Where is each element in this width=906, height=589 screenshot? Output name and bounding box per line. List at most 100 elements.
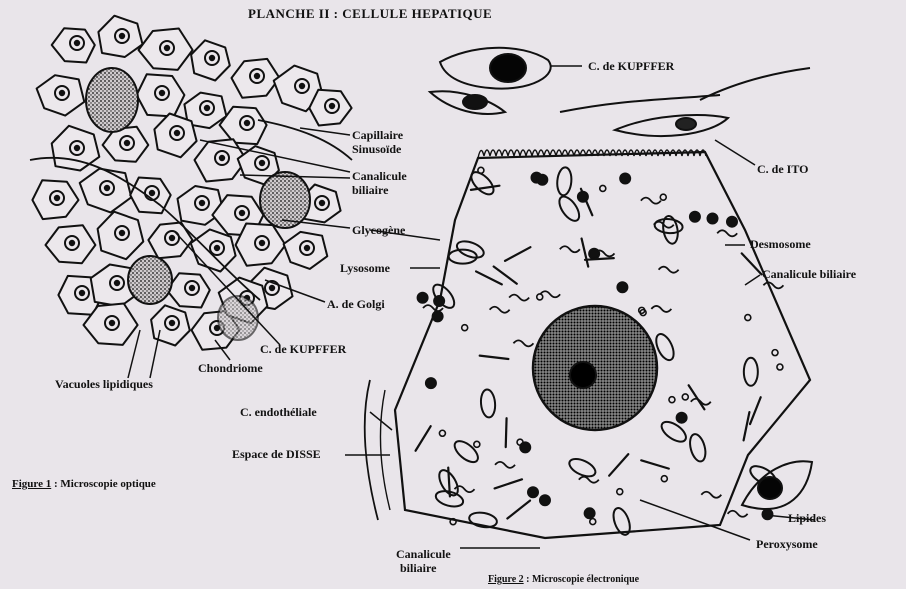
label-canalicule-fig1: Canalicule (352, 170, 407, 183)
cell-nucleolus (120, 34, 124, 38)
vesicle (682, 394, 688, 400)
vesicle (439, 430, 445, 436)
reticulum-strand (682, 385, 710, 409)
golgi-cisterna (490, 307, 510, 313)
cell-nucleolus (300, 84, 304, 88)
label-kupffer-fig1: C. de KUPFFER (260, 343, 346, 356)
cell-nucleolus (150, 191, 154, 195)
hepatocyte-cell (52, 28, 95, 62)
label-peroxysome: Peroxysome (756, 538, 818, 551)
vesicle (745, 315, 751, 321)
endothelial-cell-left-inner (380, 390, 390, 510)
lipid-cell-dark (128, 256, 172, 304)
label-chondriome: Chondriome (198, 362, 263, 375)
reticulum-strand (609, 452, 628, 478)
label-biliaire-bottom: biliaire (400, 562, 436, 575)
cell-nucleolus (170, 321, 174, 325)
cell-nucleolus (105, 186, 109, 190)
cell-nucleolus (165, 46, 169, 50)
golgi-cisterna (560, 246, 580, 252)
golgi-cisterna (641, 198, 661, 204)
reticulum-strand (641, 453, 669, 475)
mitochondrion (468, 511, 498, 530)
cell-nucleolus (70, 241, 74, 245)
sinusoid-lining-top (560, 95, 720, 112)
golgi-cisterna (651, 306, 671, 312)
cell-nucleolus (160, 91, 164, 95)
label-glycogene: Glycogène (352, 224, 405, 237)
reticulum-strand (480, 345, 509, 370)
cell-nucleolus (125, 141, 129, 145)
cell-nucleolus (55, 196, 59, 200)
cell-nucleolus (240, 211, 244, 215)
mitochondrion (455, 238, 486, 261)
reticulum-strand (495, 469, 522, 498)
cell-nucleolus (270, 286, 274, 290)
label-desmosome: Desmosome (750, 238, 811, 251)
hepatocyte-cell (167, 273, 210, 307)
peroxisome-granule (727, 217, 737, 227)
reticulum-strand (471, 174, 500, 202)
reticulum-strand (493, 418, 519, 447)
vesicle (517, 439, 523, 445)
vesicle (660, 194, 666, 200)
peroxisome-granule (585, 508, 595, 518)
cell-nucleolus (260, 161, 264, 165)
cell-nucleolus (115, 281, 119, 285)
cell-nucleolus (110, 321, 114, 325)
peroxisome-granule (677, 413, 687, 423)
vesicle (537, 294, 543, 300)
golgi-cisterna (659, 267, 679, 273)
cell-nucleolus (205, 106, 209, 110)
label-golgi: A. de Golgi (327, 298, 385, 311)
kupffer-cell-dark (86, 68, 138, 132)
vesicle (478, 167, 484, 173)
cell-nucleolus (220, 156, 224, 160)
hepatocyte-cell (191, 229, 236, 271)
vesicle (462, 325, 468, 331)
cell-nucleolus (210, 56, 214, 60)
vesicle (617, 489, 623, 495)
golgi-cisterna (717, 230, 737, 236)
mitochondrion (744, 358, 758, 386)
vesicle (772, 350, 778, 356)
ito-cell (615, 115, 728, 136)
vesicle (474, 441, 480, 447)
mitochondrion (687, 432, 708, 463)
peroxisome-granule (617, 282, 627, 292)
label-vacuoles: Vacuoles lipidiques (55, 378, 153, 391)
cell-nucleolus (245, 121, 249, 125)
cell-nucleolus (175, 131, 179, 135)
figure1-caption-text: : Microscopie optique (51, 478, 156, 490)
figure2-caption-text: : Microscopie électronique (524, 574, 639, 585)
cell-nucleolus (305, 246, 309, 250)
peroxisome-granule (620, 174, 630, 184)
reticulum-strand (505, 240, 530, 269)
peroxisome-granule (762, 509, 772, 519)
kupffer-nucleus (490, 54, 526, 82)
figure1-tissue (30, 16, 352, 350)
golgi-cisterna (495, 462, 515, 468)
vesicle (590, 519, 596, 525)
cell-nucleolus (260, 241, 264, 245)
endothelial-nucleus-top (463, 95, 487, 109)
cell-nucleolus (330, 104, 334, 108)
peroxisome-granule (528, 487, 538, 497)
label-kupffer-fig2: C. de KUPFFER (588, 60, 674, 73)
golgi-cell (218, 296, 258, 340)
label-lipides: Lipides (788, 512, 826, 525)
label-lysosome: Lysosome (340, 262, 390, 275)
peroxisome-granule (434, 296, 444, 306)
peroxisome-granule (690, 212, 700, 222)
vesicle (600, 185, 606, 191)
label-ito: C. de ITO (757, 163, 808, 176)
golgi-cisterna (728, 511, 748, 517)
golgi-cisterna (763, 282, 783, 288)
peroxisome-granule (426, 378, 436, 388)
mitochondrion (434, 488, 465, 509)
cell-nucleolus (75, 146, 79, 150)
peroxisome-granule (578, 192, 588, 202)
lipid-droplet (758, 477, 782, 499)
